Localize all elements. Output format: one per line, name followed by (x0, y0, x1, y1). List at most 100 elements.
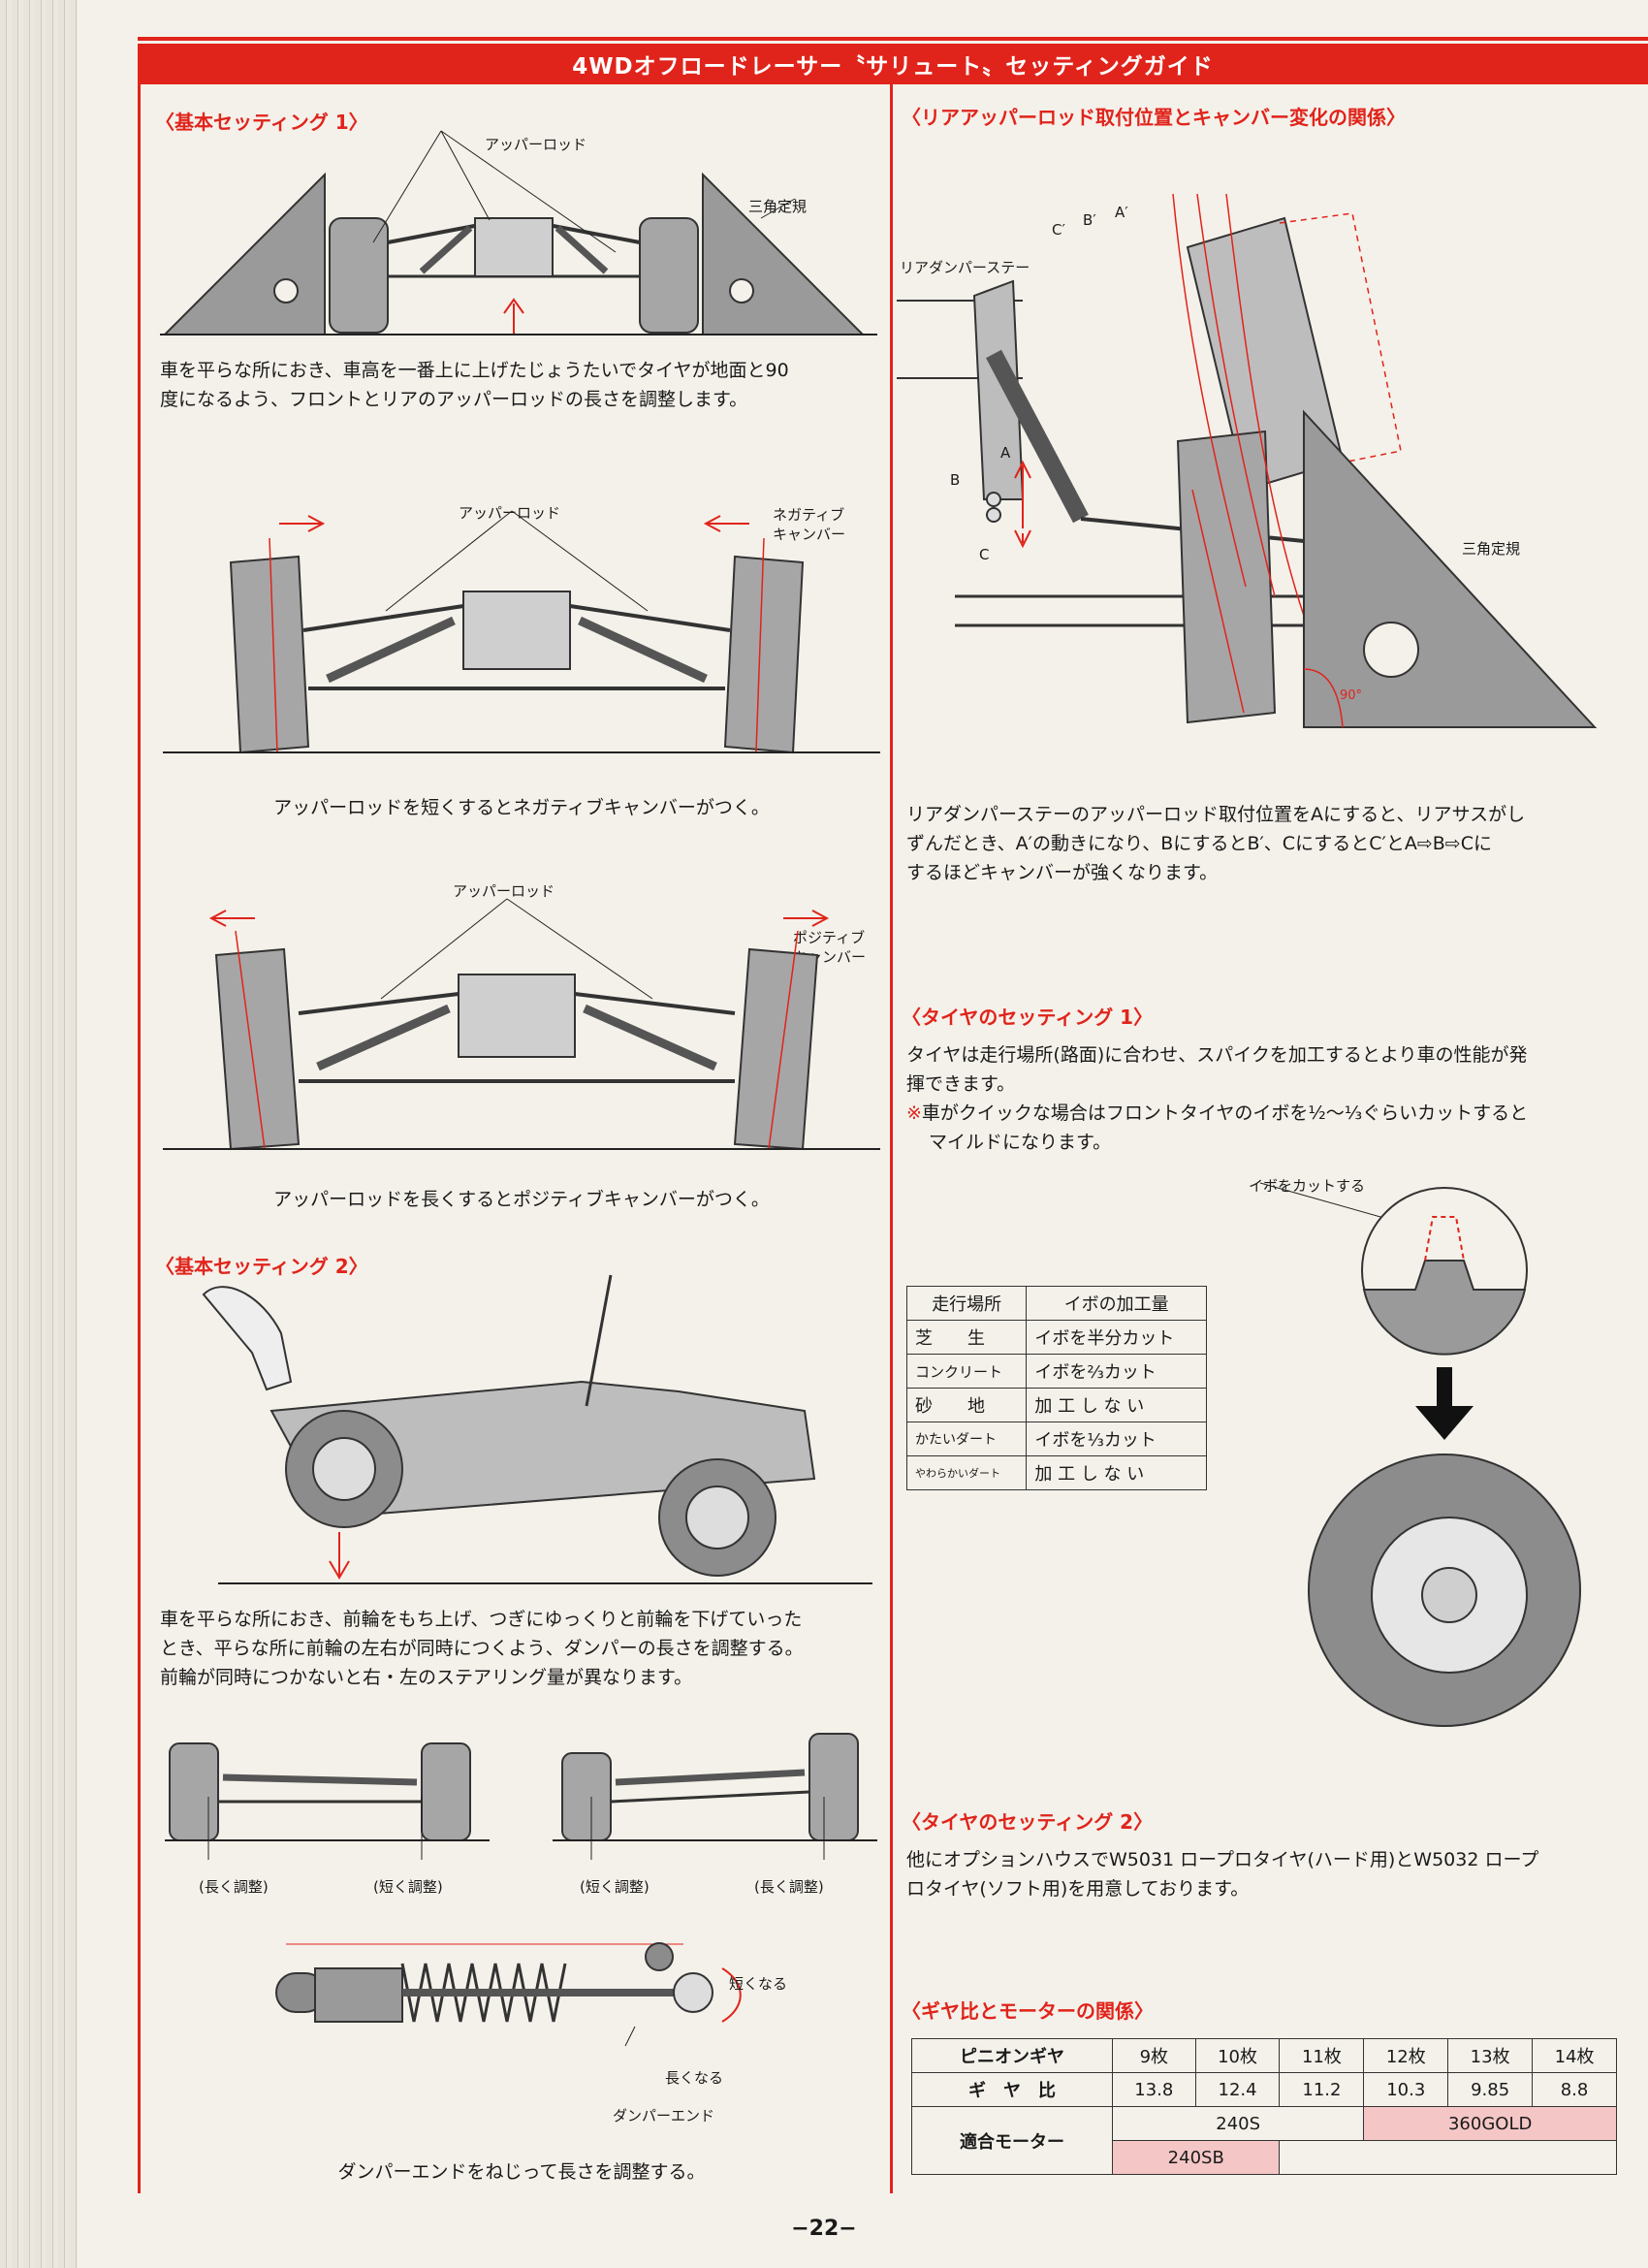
table-cell: 10.3 (1363, 2072, 1449, 2107)
ratio-row: ギ ヤ 比 13.8 12.4 11.2 10.3 9.85 8.8 (911, 2072, 1617, 2107)
positive-camber-caption: アッパーロッドを長くするとポジティブキャンバーがつく。 (273, 1189, 770, 1210)
longer-label: 長くなる (665, 2069, 724, 2087)
table-cell: 芝 生 (905, 1320, 1028, 1355)
tire2-text-1: 他にオプションハウスでW5031 ロープロタイヤ(ハード用)とW5032 ロープ (906, 1849, 1539, 1870)
tire-setting-1-title: 〈タイヤのセッティング 1〉 (902, 1006, 1154, 1029)
table-row: コンクリート イボを⅔カット (905, 1354, 1207, 1389)
adjust-short-label-2: (短く調整) (580, 1878, 650, 1896)
damper-illustration (275, 1942, 742, 2047)
table-cell: 11.2 (1279, 2072, 1365, 2107)
header-stripe (138, 37, 1648, 41)
damper-adjust-diagrams (165, 1733, 877, 1860)
motor-360gold: 360GOLD (1363, 2106, 1617, 2141)
spike-processing-table: 走行場所 イボの加工量 芝 生 イボを半分カット コンクリート イボを⅔カット … (905, 1286, 1207, 1490)
table-row: 芝 生 イボを半分カット (905, 1320, 1207, 1355)
tire1-note-1-text: 車がクイックな場合はフロントタイヤのイボを½〜⅓ぐらいカットすると (921, 1102, 1529, 1124)
car-lift-illustration (202, 1274, 872, 1584)
page-number: −22− (791, 2217, 857, 2241)
adjust-long-label-2: (長く調整) (754, 1878, 824, 1896)
row-label: ピニオンギヤ (911, 2038, 1113, 2073)
table-cell: 8.8 (1532, 2072, 1617, 2107)
motor-240sb: 240SB (1111, 2140, 1281, 2175)
page-stack-edges (0, 0, 78, 2268)
table-cell: 10枚 (1194, 2038, 1281, 2073)
rear-camber-diagram (897, 193, 1598, 728)
basic2-text-2: とき、平らな所に前輪の左右が同時につくよう、ダンパーの長さを調整する。 (160, 1638, 804, 1659)
row-label: 適合モーター (911, 2106, 1113, 2175)
table-header-row: 走行場所 イボの加工量 (905, 1286, 1207, 1321)
tire-spike-diagram (1259, 1182, 1581, 1727)
pinion-row: ピニオンギヤ 9枚 10枚 11枚 12枚 13枚 14枚 (911, 2038, 1617, 2073)
table-row: 砂 地 加 工 し な い (905, 1388, 1207, 1422)
row-label: ギ ヤ 比 (911, 2072, 1113, 2107)
negative-camber-caption: アッパーロッドを短くするとネガティブキャンバーがつく。 (273, 797, 770, 818)
gear-ratio-table: ピニオンギヤ 9枚 10枚 11枚 12枚 13枚 14枚 ギ ヤ 比 13.8… (911, 2038, 1617, 2175)
table-cell: 12枚 (1363, 2038, 1449, 2073)
label-a-prime: A′ (1115, 204, 1128, 221)
tire1-text-2: 揮できます。 (906, 1073, 1016, 1095)
angle-90-label: 90° (1340, 688, 1363, 703)
basic1-text-1: 車を平らな所におき、車高を一番上に上げたじょうたいでタイヤが地面と90 (160, 360, 789, 381)
table-cell: 13.8 (1112, 2072, 1196, 2107)
table-row: かたいダート イボを⅓カット (905, 1421, 1207, 1456)
label-c: C (979, 546, 990, 563)
table-header: イボの加工量 (1026, 1286, 1207, 1321)
table-cell: イボを⅔カット (1026, 1354, 1207, 1389)
motor-240s: 240S (1111, 2106, 1365, 2141)
table-header: 走行場所 (905, 1286, 1028, 1321)
note-mark: ※ (906, 1102, 922, 1124)
rear-text-1: リアダンパーステーのアッパーロッド取付位置をAにすると、リアサスがし (906, 804, 1526, 825)
rear-upper-rod-title: 〈リアアッパーロッド取付位置とキャンバー変化の関係〉 (902, 106, 1406, 129)
shorter-label: 短くなる (729, 1975, 788, 1993)
motor-row-1: 適合モーター 240S 360GOLD (911, 2106, 1617, 2175)
cut-spike-label: イボをカットする (1249, 1177, 1366, 1195)
table-cell: コンクリート (905, 1354, 1028, 1389)
damper-end-label: ダンパーエンド (613, 2107, 715, 2124)
table-cell: 砂 地 (905, 1388, 1028, 1422)
basic1-diagram (160, 130, 877, 335)
basic1-text-2: 度になるよう、フロントとリアのアッパーロッドの長さを調整します。 (160, 389, 748, 410)
tire1-text-1: タイヤは走行場所(路面)に合わせ、スパイクを加工するとより車の性能が発 (906, 1044, 1528, 1066)
label-a: A (1000, 444, 1011, 462)
table-row: やわらかいダート 加 工 し な い (905, 1455, 1207, 1490)
adjust-short-label-1: (短く調整) (373, 1878, 443, 1896)
table-cell: 14枚 (1532, 2038, 1617, 2073)
triangle-label: 三角定規 (748, 198, 808, 215)
tire1-note-2: マイルドになります。 (929, 1132, 1112, 1153)
motor-blank (1279, 2140, 1617, 2175)
table-cell: イボを半分カット (1026, 1320, 1207, 1355)
basic-setting-2-title: 〈基本セッティング 2〉 (155, 1255, 368, 1278)
table-cell: かたいダート (905, 1421, 1028, 1456)
tire-setting-2-title: 〈タイヤのセッティング 2〉 (902, 1810, 1154, 1834)
table-cell: 加 工 し な い (1026, 1388, 1207, 1422)
table-cell: 9.85 (1447, 2072, 1534, 2107)
table-cell: 9枚 (1112, 2038, 1196, 2073)
table-cell: やわらかいダート (905, 1455, 1028, 1490)
column-divider (890, 84, 893, 2193)
negative-camber-label-2: キャンバー (773, 526, 846, 543)
label-b-prime: B′ (1083, 211, 1096, 229)
damper-caption: ダンパーエンドをねじって長さを調整する。 (337, 2161, 706, 2183)
table-cell: 12.4 (1194, 2072, 1281, 2107)
tire2-text-2: ロタイヤ(ソフト用)を用意しております。 (906, 1878, 1250, 1900)
positive-camber-diagram (163, 898, 880, 1151)
table-cell: 加 工 し な い (1026, 1455, 1207, 1490)
upper-rod-label-3: アッパーロッド (453, 882, 555, 900)
label-b: B (950, 471, 961, 489)
negative-camber-label-1: ネガティブ (773, 506, 845, 524)
rear-text-2: ずんだとき、A′の動きになり、BにするとB′、CにするとC′とA⇨B⇨Cに (906, 833, 1492, 854)
tire1-note-1: ※車がクイックな場合はフロントタイヤのイボを½〜⅓ぐらいカットすると (906, 1099, 1528, 1128)
adjust-long-label-1: (長く調整) (199, 1878, 269, 1896)
gear-ratio-title: 〈ギヤ比とモーターの関係〉 (902, 1999, 1154, 2023)
table-cell: 13枚 (1447, 2038, 1534, 2073)
page-header: 4WDオフロードレーサー〝サリュート〟セッティングガイド (138, 44, 1648, 84)
rear-triangle-label: 三角定規 (1462, 540, 1521, 558)
rear-text-3: するほどキャンバーが強くなります。 (906, 862, 1219, 883)
table-cell: イボを⅓カット (1026, 1421, 1207, 1456)
positive-camber-label-1: ポジティブ (793, 929, 866, 946)
table-cell: 11枚 (1279, 2038, 1365, 2073)
basic2-text-3: 前輪が同時につかないと右・左のステアリング量が異なります。 (160, 1667, 693, 1688)
motor-row-2: 240SB (912, 2140, 1617, 2175)
negative-camber-diagram (163, 510, 880, 754)
